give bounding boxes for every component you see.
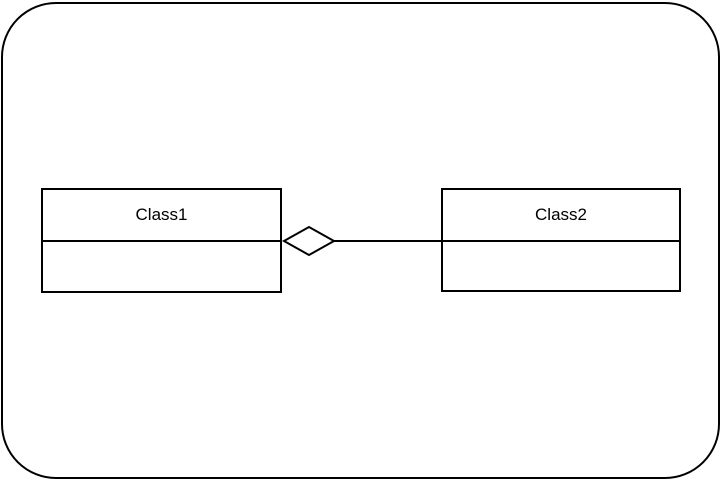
class-box-class1[interactable]: Class1 [41, 188, 282, 293]
class1-title: Class1 [43, 190, 280, 242]
aggregation-diamond-icon[interactable] [281, 224, 337, 258]
aggregation-connector-line[interactable] [334, 240, 441, 242]
class2-title: Class2 [443, 190, 679, 242]
class-box-class2[interactable]: Class2 [441, 188, 681, 292]
